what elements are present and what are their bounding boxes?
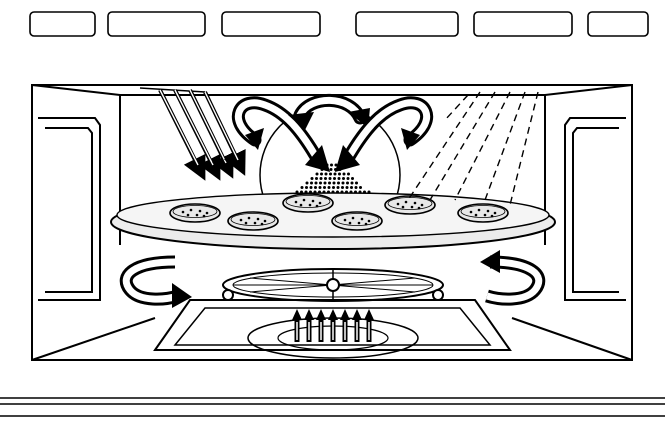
control-button-5[interactable] xyxy=(473,11,573,37)
heat-arrow xyxy=(316,309,326,342)
heat-arrow xyxy=(328,309,338,342)
control-panel xyxy=(29,11,649,37)
left-side-rack xyxy=(38,117,101,301)
cookie xyxy=(169,203,221,223)
cookie xyxy=(457,203,509,223)
cookie xyxy=(331,211,383,231)
heat-arrow xyxy=(352,309,362,342)
cookie xyxy=(282,193,334,213)
heat-arrow xyxy=(340,309,350,342)
control-button-1[interactable] xyxy=(29,11,96,37)
floor-tray xyxy=(153,299,512,359)
convection-air-arrows xyxy=(231,93,434,172)
turntable-support xyxy=(222,268,444,302)
heat-arrow xyxy=(364,309,374,342)
cookie xyxy=(384,195,436,215)
control-button-3[interactable] xyxy=(221,11,321,37)
convection-heat-dots xyxy=(295,163,371,194)
cookie xyxy=(227,211,279,231)
right-side-rack xyxy=(564,117,626,301)
bottom-heat-arrows xyxy=(292,309,374,342)
control-button-6[interactable] xyxy=(587,11,649,37)
rotation-arrows xyxy=(119,250,546,308)
radiant-heat-arrows xyxy=(139,87,246,181)
control-button-4[interactable] xyxy=(355,11,459,37)
control-button-2[interactable] xyxy=(107,11,206,37)
bottom-frame-lines xyxy=(0,397,665,417)
heat-arrow xyxy=(292,309,302,342)
microwave-rays xyxy=(407,91,539,206)
heat-arrow xyxy=(304,309,314,342)
